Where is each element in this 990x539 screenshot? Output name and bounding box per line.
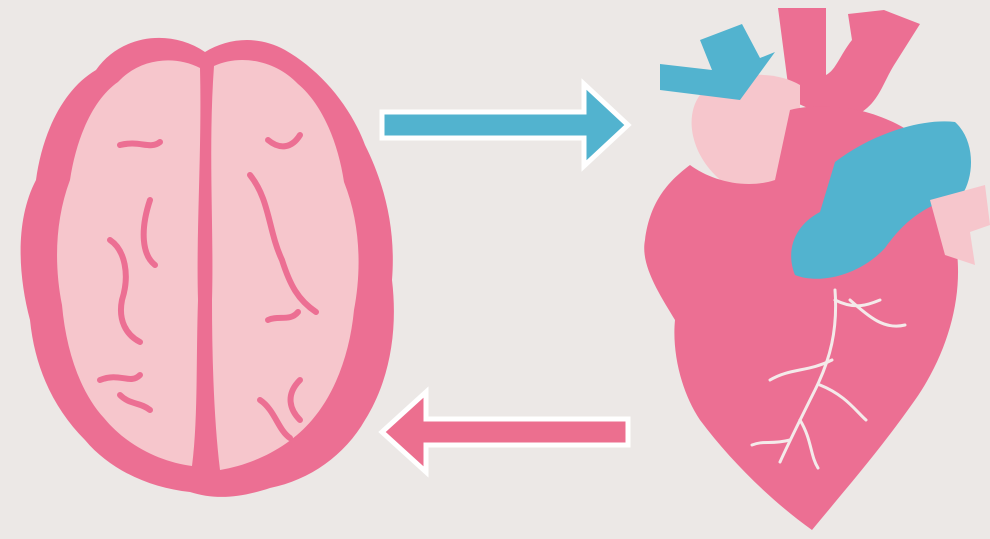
brain-icon [21,38,394,497]
heart-icon [644,8,990,530]
arrow-left-icon [382,392,628,472]
arrow-right-icon [382,84,628,166]
